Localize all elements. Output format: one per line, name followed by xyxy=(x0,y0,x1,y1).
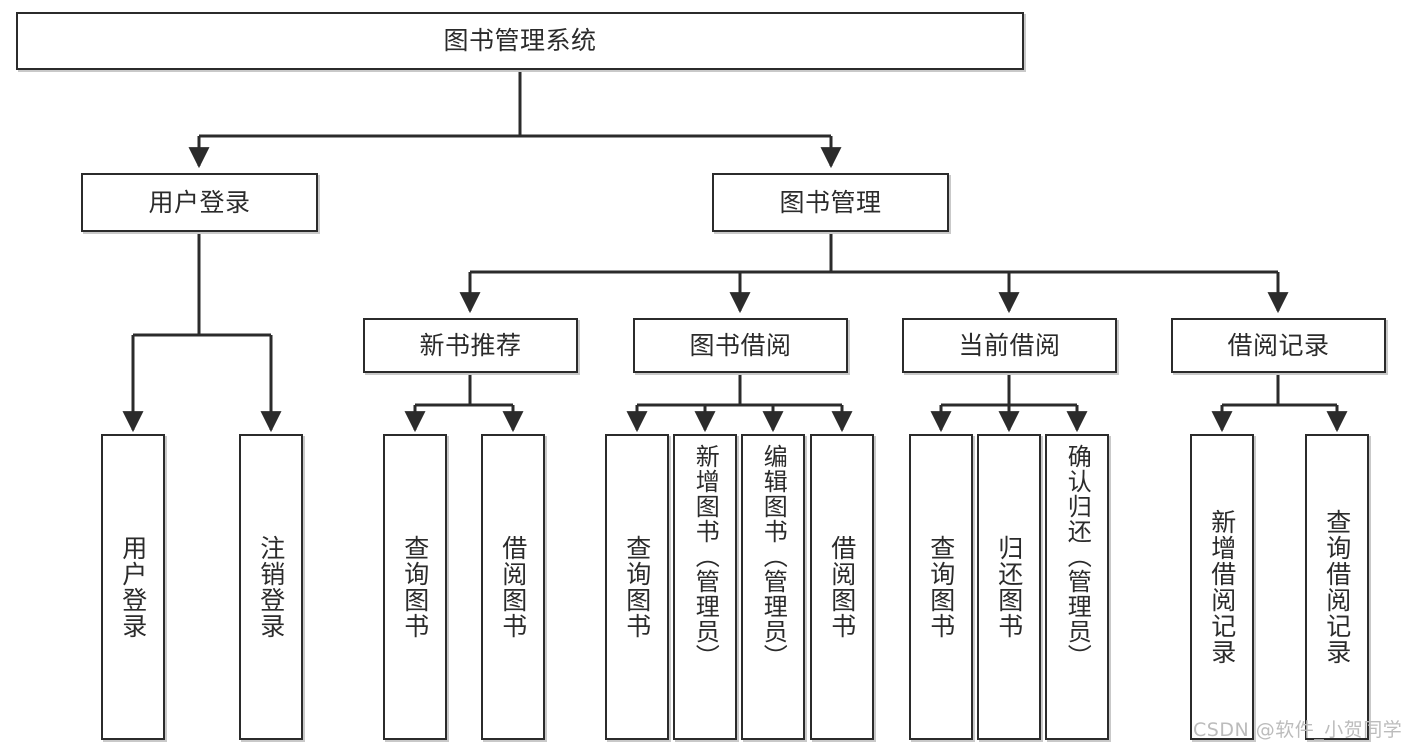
node-root[interactable]: 图书管理系统 xyxy=(16,12,1024,70)
node-borrow-record[interactable]: 借阅记录 xyxy=(1171,318,1386,373)
node-leaf-borrow-1[interactable]: 查询图书 xyxy=(605,434,669,740)
node-leaf-borrow-2-label: 新增图书（管理员） xyxy=(691,444,720,669)
node-leaf-rec-log-2-label: 查询借阅记录 xyxy=(1322,509,1352,665)
node-leaf-cur-3-label: 确认归还（管理员） xyxy=(1063,444,1092,669)
node-leaf-cur-2-label: 归还图书 xyxy=(994,535,1024,639)
node-leaf-user-login-2-label: 注销登录 xyxy=(256,535,286,639)
node-leaf-rec-1-label: 查询图书 xyxy=(400,535,430,639)
node-leaf-borrow-4-label: 借阅图书 xyxy=(827,535,857,639)
node-book-borrow-label: 图书借阅 xyxy=(689,330,792,360)
node-new-book-rec-label: 新书推荐 xyxy=(419,330,522,360)
node-leaf-cur-3[interactable]: 确认归还（管理员） xyxy=(1045,434,1109,740)
node-borrow-record-label: 借阅记录 xyxy=(1227,330,1330,360)
node-leaf-cur-1-label: 查询图书 xyxy=(926,535,956,639)
node-leaf-rec-log-1[interactable]: 新增借阅记录 xyxy=(1190,434,1254,740)
node-leaf-borrow-3-label: 编辑图书（管理员） xyxy=(759,444,788,669)
node-book-manage[interactable]: 图书管理 xyxy=(712,173,949,232)
node-book-borrow[interactable]: 图书借阅 xyxy=(633,318,848,373)
node-leaf-cur-1[interactable]: 查询图书 xyxy=(909,434,973,740)
node-leaf-borrow-4[interactable]: 借阅图书 xyxy=(810,434,874,740)
node-leaf-rec-2-label: 借阅图书 xyxy=(498,535,528,639)
node-leaf-user-login-1[interactable]: 用户登录 xyxy=(101,434,165,740)
node-new-book-rec[interactable]: 新书推荐 xyxy=(363,318,578,373)
node-book-manage-label: 图书管理 xyxy=(779,187,882,217)
node-leaf-borrow-3[interactable]: 编辑图书（管理员） xyxy=(741,434,805,740)
node-current-borrow-label: 当前借阅 xyxy=(958,330,1061,360)
node-leaf-user-login-1-label: 用户登录 xyxy=(118,535,148,639)
node-leaf-rec-1[interactable]: 查询图书 xyxy=(383,434,447,740)
node-leaf-user-login-2[interactable]: 注销登录 xyxy=(239,434,303,740)
node-leaf-borrow-2[interactable]: 新增图书（管理员） xyxy=(673,434,737,740)
node-user-login[interactable]: 用户登录 xyxy=(81,173,318,232)
watermark-text: CSDN @软件_小贺同学 xyxy=(1193,719,1403,741)
node-leaf-rec-log-2[interactable]: 查询借阅记录 xyxy=(1305,434,1369,740)
node-current-borrow[interactable]: 当前借阅 xyxy=(902,318,1117,373)
node-root-label: 图书管理系统 xyxy=(443,26,597,56)
node-leaf-rec-2[interactable]: 借阅图书 xyxy=(481,434,545,740)
node-leaf-cur-2[interactable]: 归还图书 xyxy=(977,434,1041,740)
node-leaf-borrow-1-label: 查询图书 xyxy=(622,535,652,639)
node-user-login-label: 用户登录 xyxy=(148,187,251,217)
node-leaf-rec-log-1-label: 新增借阅记录 xyxy=(1207,509,1237,665)
